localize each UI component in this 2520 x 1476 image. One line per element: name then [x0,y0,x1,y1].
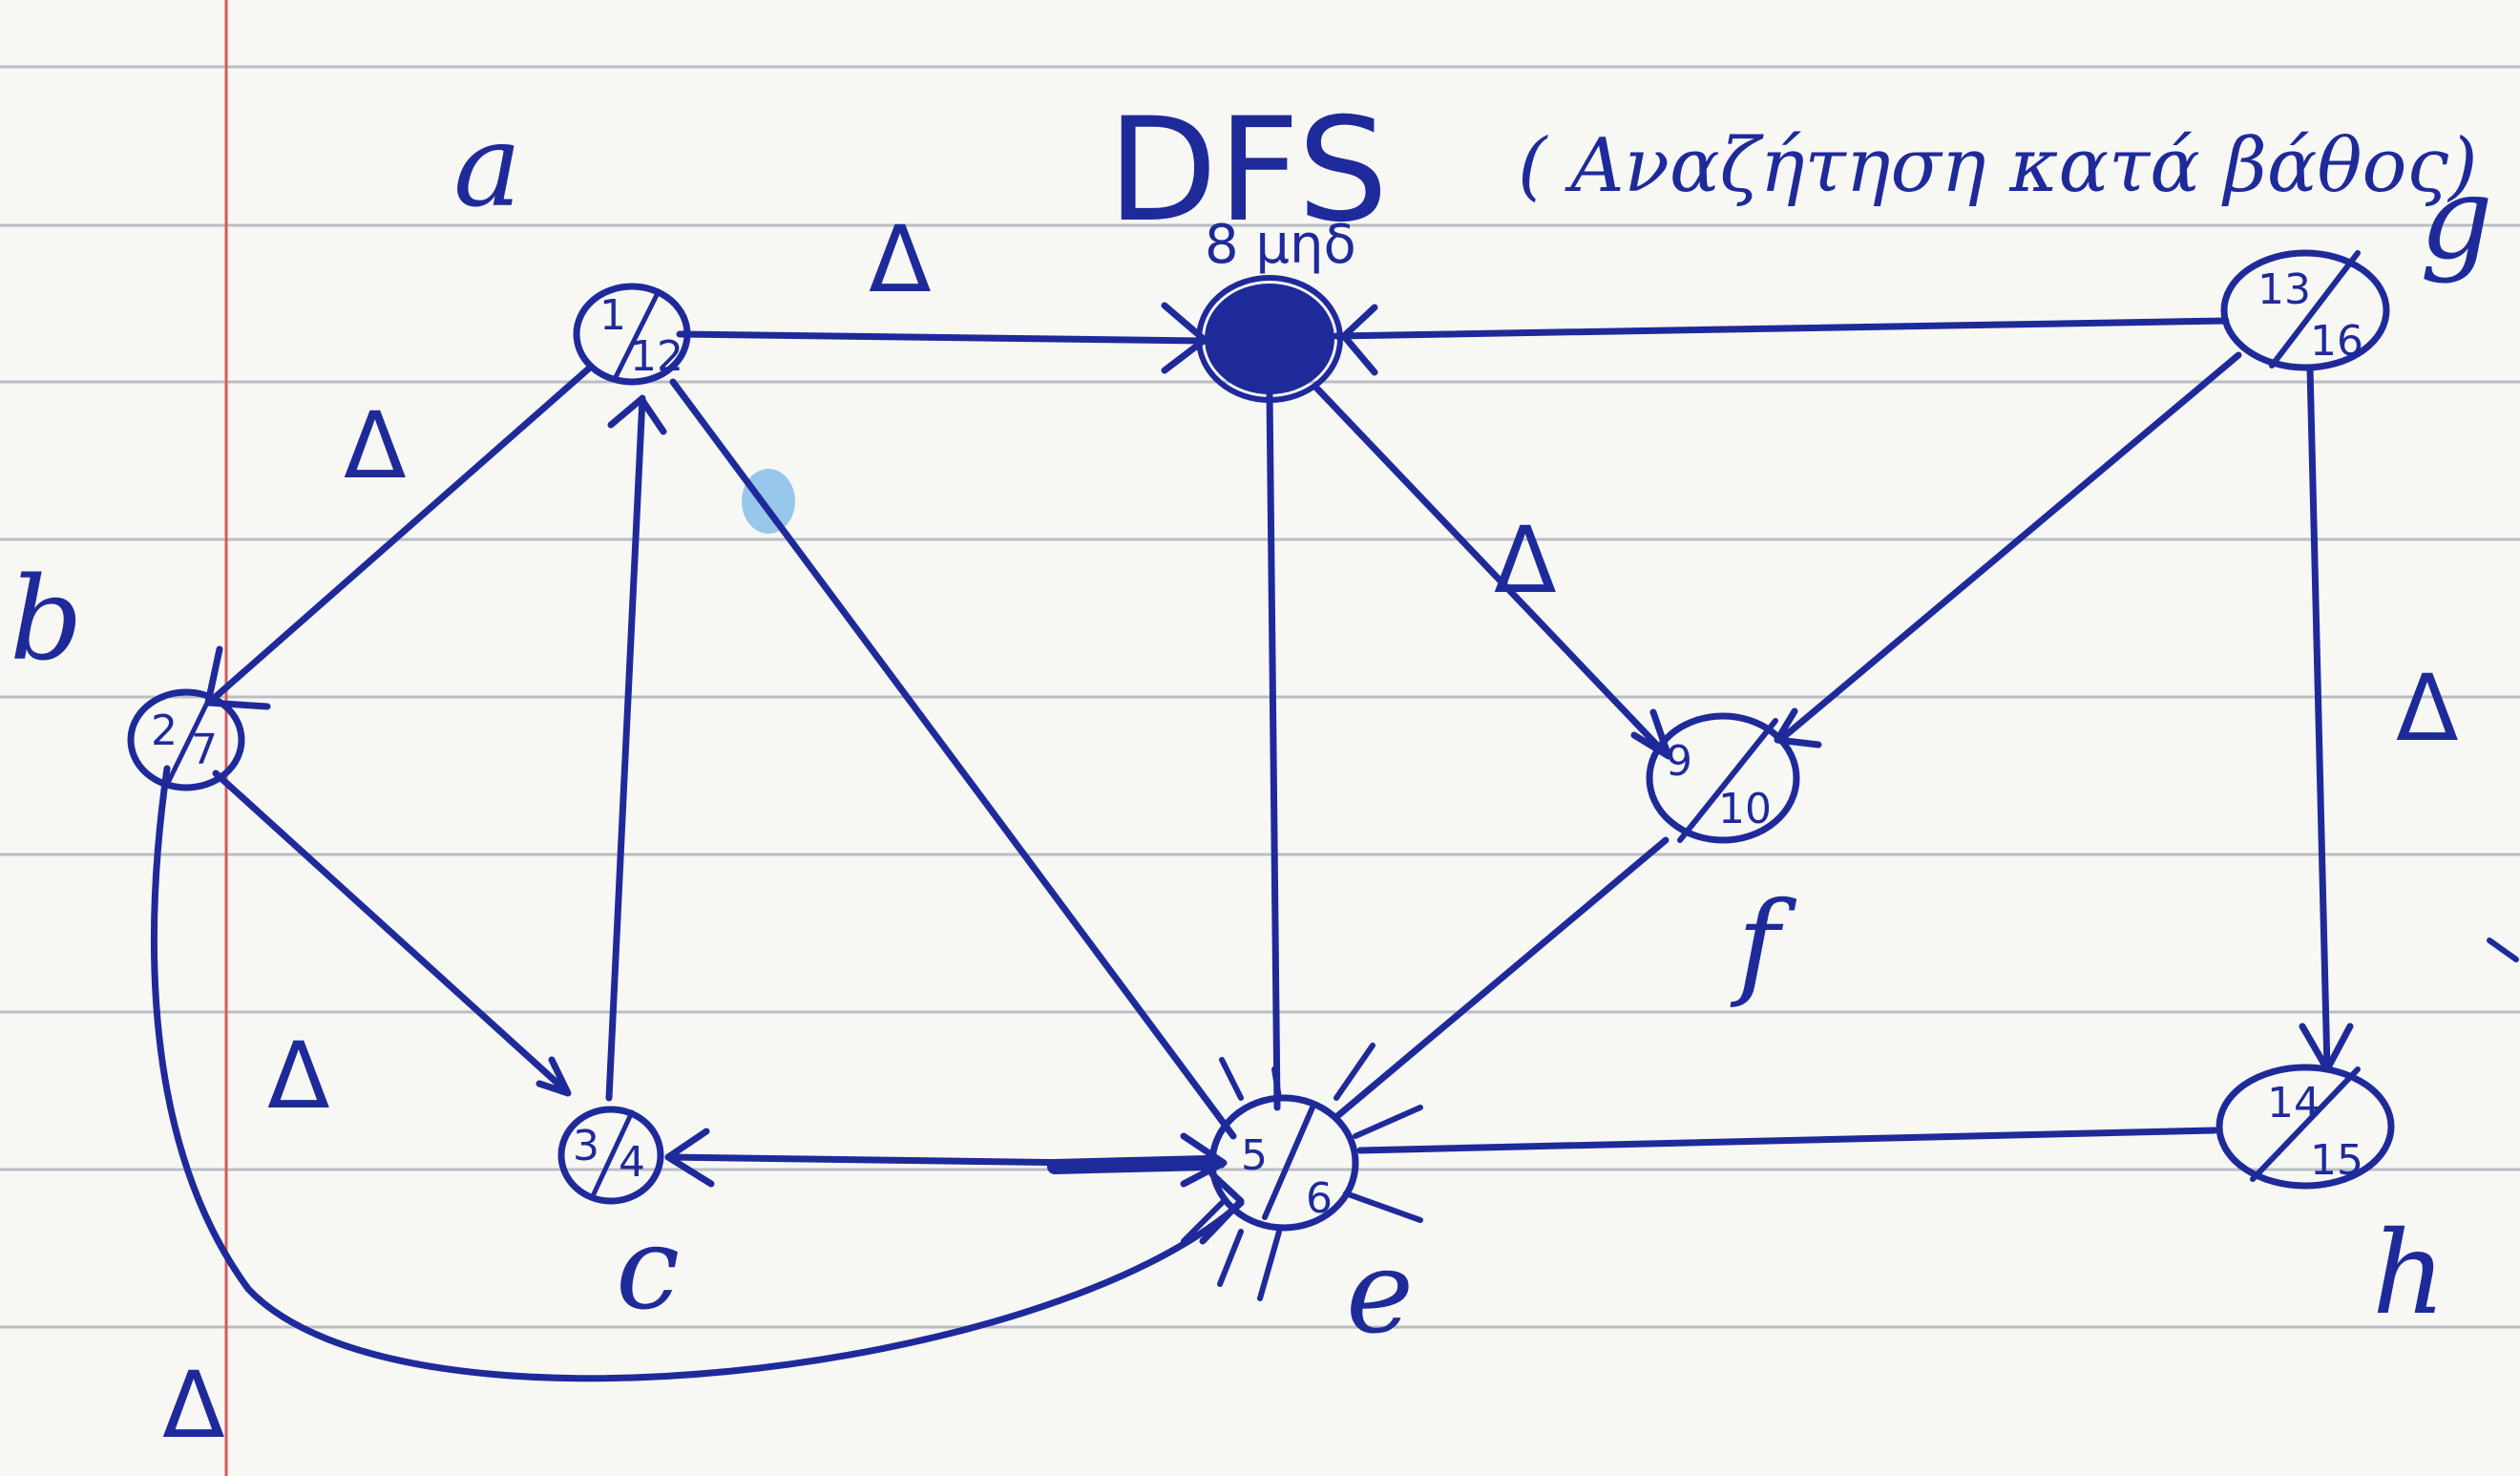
edge-mark-b-e: Δ [162,1352,225,1459]
node-b: 2 7 [127,688,245,791]
node-b-discovery: 2 [151,706,178,755]
node-h-discovery: 14 [2267,1079,2320,1128]
node-e-scribbles [1181,1043,1423,1301]
node-e-finish: 6 [1306,1174,1333,1223]
edge-mark-a-b: Δ [344,392,407,499]
label-a: a [453,100,522,233]
edge-mark-a-d: Δ [869,206,932,313]
edge-fragment [2487,938,2519,962]
arrowhead-f [1630,708,1672,760]
title: DFS [1107,88,1388,254]
arrowhead-a-bottom [607,395,667,435]
arrowhead-e-bottom [1199,1170,1245,1245]
node-c-discovery: 3 [573,1122,599,1170]
edge-mark-g-h: Δ [2396,655,2459,762]
node-g-discovery: 13 [2258,265,2311,314]
edge-g-f [1776,351,2242,744]
node-e-discovery: 5 [1241,1131,1268,1180]
edge-b-c [212,770,567,1092]
edge-a-d [676,330,1207,345]
node-f-discovery: 9 [1666,737,1692,786]
subtitle: ( Αναζήτηση κατά βάθος) [1518,123,2478,209]
arrowhead-c-right [664,1128,715,1188]
node-h-finish: 15 [2310,1136,2363,1185]
edges [150,317,2331,1382]
node-f-finish: 10 [1718,785,1772,833]
edge-mark-b-c: Δ [267,1023,330,1129]
arrowhead-d-right [1340,304,1378,376]
edge-f-e [1333,836,1670,1121]
label-c: c [616,1203,680,1336]
edge-a-b [206,364,594,706]
edge-h-e [1356,1127,2218,1154]
edge-a-c [605,394,646,1102]
arrowhead-c [536,1056,572,1097]
node-d: 8 μηδ [1196,214,1356,403]
node-e: 5 6 [1181,1043,1423,1301]
edge-d-g [1333,317,2230,340]
node-d-note: 8 μηδ [1205,214,1356,276]
node-c-finish: 4 [619,1138,645,1187]
node-h: 14 15 [2216,1064,2395,1190]
edge-d-f [1312,383,1670,758]
arrowhead-d [1161,302,1208,374]
node-g: 13 16 [2220,249,2390,371]
node-c: 3 4 [557,1106,664,1205]
arrowhead-e-left [1180,1132,1228,1188]
ink-smudge [742,469,795,534]
node-a-discovery: 1 [599,291,626,340]
thick-arrow-c-e [1047,1155,1215,1174]
edge-a-e [669,378,1237,1140]
node-a: 1 12 [573,283,691,386]
label-b: b [10,554,83,686]
node-g-finish: 16 [2310,317,2363,366]
label-g: g [2420,153,2493,285]
edge-d-e [1266,388,1281,1111]
label-h: h [2372,1208,2446,1340]
edge-mark-d-f: Δ [1494,507,1557,614]
edge-b-e-curve [150,765,1245,1382]
edge-g-h [2306,364,2331,1073]
node-a-finish: 12 [630,332,683,381]
node-f: 9 10 [1646,712,1800,844]
label-e: e [1346,1227,1414,1360]
node-b-finish: 7 [191,726,218,774]
